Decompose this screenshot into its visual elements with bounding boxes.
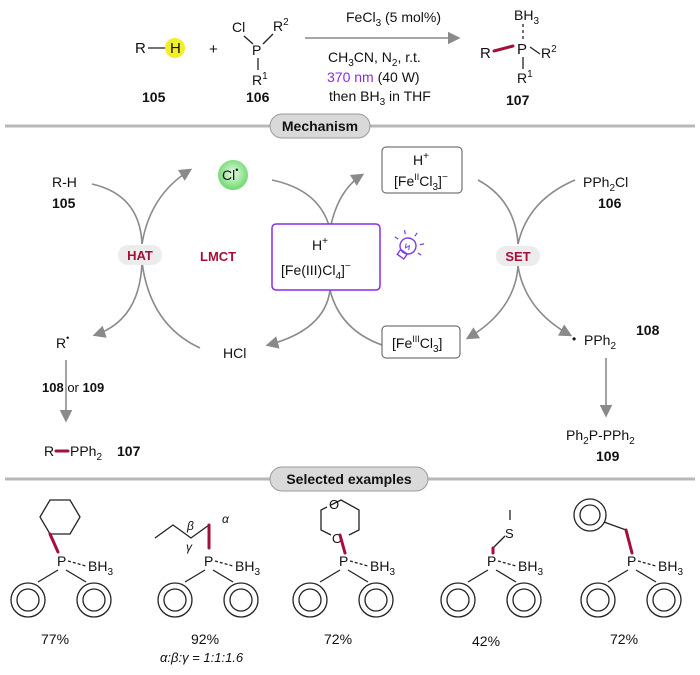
label-105: 105 <box>142 89 166 105</box>
svg-text:BH3: BH3 <box>88 558 113 578</box>
svg-text:105: 105 <box>52 195 76 211</box>
svg-text:α: α <box>222 512 230 526</box>
fe3-chloride-box <box>381 325 461 359</box>
svg-text:107: 107 <box>117 443 141 459</box>
reaction-scheme: R H + Cl P R2 R1 FeCl3 (5 mol%) CH3CN, N… <box>135 7 557 108</box>
examples-title: Selected examples <box>286 471 412 487</box>
svg-text:R: R <box>44 443 54 459</box>
svg-text:R1: R1 <box>252 71 268 88</box>
example-dioxanyl: O O P BH3 72% <box>292 497 395 647</box>
svg-text:O: O <box>332 531 342 546</box>
svg-text:BH3: BH3 <box>235 558 260 578</box>
svg-text:R1: R1 <box>517 69 533 86</box>
yield-5: 72% <box>610 631 638 647</box>
svg-text:then BH3 in THF: then BH3 in THF <box>329 88 431 108</box>
svg-text:R-H: R-H <box>52 174 77 190</box>
examples-banner <box>269 466 429 492</box>
svg-text:R2: R2 <box>541 44 557 61</box>
yield-3: 72% <box>324 631 352 647</box>
cl-label: Cl <box>232 19 245 35</box>
light-bulb-icon <box>394 230 425 260</box>
svg-text:PPh2Cl: PPh2Cl <box>583 174 628 194</box>
example-cyclohexyl: P BH3 77% <box>10 499 113 647</box>
set-cycle: H+ [FeIICl3]− [FeIIICl3] SET PPh2Cl 106 … <box>381 146 660 464</box>
svg-text:P: P <box>57 553 66 569</box>
svg-text:FeCl3 (5 mol%): FeCl3 (5 mol%) <box>346 9 441 29</box>
catalyst-center: H+ [Fe(III)Cl4]− <box>265 173 425 349</box>
reactant-h-label: H <box>170 40 181 57</box>
svg-text:HAT: HAT <box>127 248 153 263</box>
svg-text:108 or 109: 108 or 109 <box>42 380 104 395</box>
svg-text:CH3CN, N2, r.t.: CH3CN, N2, r.t. <box>328 49 421 69</box>
label-106: 106 <box>246 89 270 105</box>
plus-sign: + <box>209 41 218 58</box>
svg-text:S: S <box>505 526 514 541</box>
yield-4: 42% <box>472 633 500 649</box>
svg-text:P: P <box>517 41 527 58</box>
svg-text:370 nm (40 W): 370 nm (40 W) <box>327 69 420 85</box>
example-benzyl: P BH3 72% <box>573 498 683 647</box>
svg-text:106: 106 <box>598 195 622 211</box>
p-label: P <box>252 42 261 58</box>
chlorine-radical-highlight <box>218 160 248 190</box>
reactant-r-label: R <box>135 40 146 57</box>
mechanism-banner <box>269 113 371 139</box>
svg-text:•: • <box>572 332 576 346</box>
svg-text:H+: H+ <box>413 151 429 168</box>
lmct-label: LMCT <box>200 249 236 264</box>
svg-text:BH3: BH3 <box>514 7 539 27</box>
svg-text:BH3: BH3 <box>658 558 683 578</box>
selectivity-ratio: α:β:γ = 1:1:1.6 <box>160 650 244 665</box>
svg-text:H+: H+ <box>312 236 328 253</box>
svg-text:P: P <box>487 553 496 569</box>
svg-text:P: P <box>204 553 213 569</box>
yield-2: 92% <box>191 631 219 647</box>
svg-text:P: P <box>627 553 636 569</box>
svg-text:PPh2: PPh2 <box>584 332 616 352</box>
label-107: 107 <box>506 92 530 108</box>
svg-text:BH3: BH3 <box>518 558 543 578</box>
fe2-box <box>381 146 463 194</box>
svg-text:109: 109 <box>596 448 620 464</box>
svg-text:[FeIICl3]−: [FeIICl3]− <box>394 172 448 193</box>
svg-text:Ph2P-PPh2: Ph2P-PPh2 <box>566 427 635 447</box>
svg-text:Cl•: Cl• <box>222 165 238 183</box>
hat-cycle: R-H 105 HAT Cl• R• HCl LMCT 108 or 109 R… <box>42 160 248 463</box>
svg-text:[Fe(III)Cl4]−: [Fe(III)Cl4]− <box>281 261 351 282</box>
svg-text:108: 108 <box>636 322 660 338</box>
svg-text:R•: R• <box>56 333 69 351</box>
svg-text:PPh2: PPh2 <box>70 443 102 463</box>
svg-text:SET: SET <box>505 249 530 264</box>
svg-text:P: P <box>339 553 348 569</box>
example-linear-alkyl: β α γ P BH3 92% α:β:γ = 1:1:1.6 <box>154 512 260 665</box>
hat-badge <box>118 245 162 265</box>
yield-1: 77% <box>41 631 69 647</box>
example-thioether: S P BH3 42% <box>440 510 543 649</box>
set-badge <box>496 246 540 266</box>
fe3-catalyst-box <box>271 223 381 291</box>
svg-text:O: O <box>329 497 339 512</box>
svg-text:γ: γ <box>186 540 193 554</box>
svg-text:BH3: BH3 <box>370 558 395 578</box>
svg-text:β: β <box>186 519 194 533</box>
svg-text:HCl: HCl <box>223 345 246 361</box>
svg-text:[FeIIICl3]: [FeIIICl3] <box>392 334 442 355</box>
svg-text:R2: R2 <box>273 17 289 34</box>
hydrogen-highlight <box>165 38 185 58</box>
svg-text:R: R <box>480 45 491 62</box>
mechanism-title: Mechanism <box>282 118 358 134</box>
